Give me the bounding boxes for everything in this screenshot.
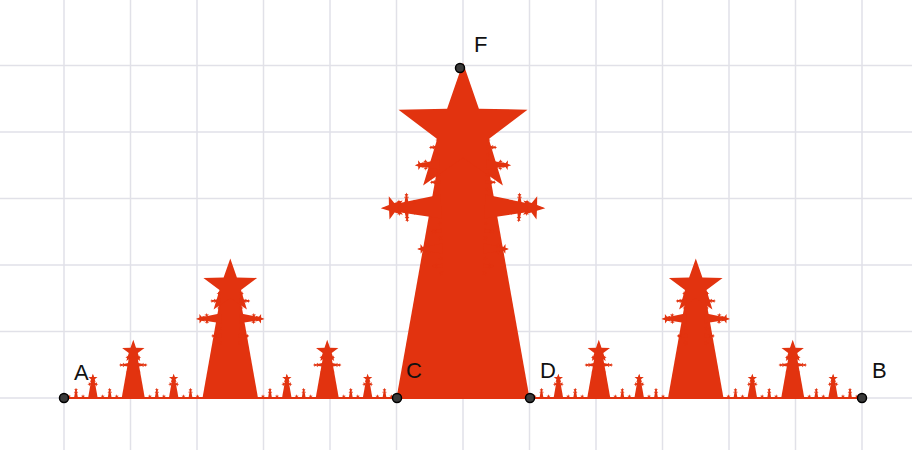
point-label: C (406, 360, 422, 382)
point-label: D (540, 360, 556, 382)
point-dots (60, 64, 867, 403)
point-label: F (474, 34, 487, 56)
point-label: B (872, 360, 887, 382)
point-label: A (74, 362, 89, 384)
star-fractal (67, 63, 859, 398)
base-line (64, 398, 862, 399)
